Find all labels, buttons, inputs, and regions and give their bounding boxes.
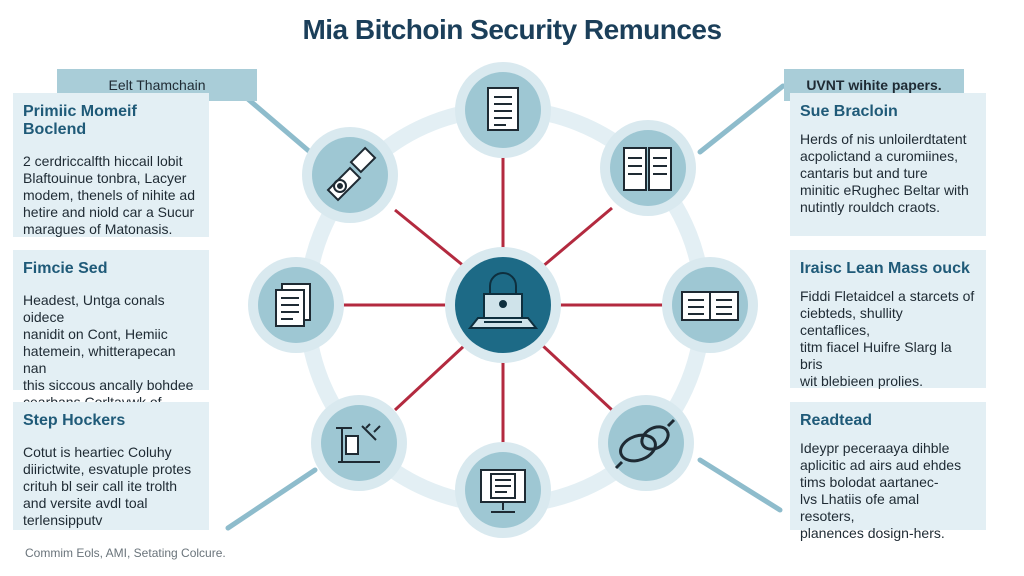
node-lower-right xyxy=(598,395,694,491)
card-heading: Sue Bracloin xyxy=(800,103,898,120)
card-heading: Fimcie Sed xyxy=(23,260,108,277)
card-body: Ideypr peceraaya dihble aplicitic ad air… xyxy=(800,440,962,541)
footer-credits: Commim Eols, AMI, Setating Colcure. xyxy=(25,546,226,560)
card-body: Herds of nis unloilerdtatent acpolictand… xyxy=(800,131,969,215)
toolkit-icon xyxy=(336,423,381,463)
spoke-lower-right xyxy=(540,343,614,412)
card-heading: Iraisc Lean Mass ouck xyxy=(800,260,970,277)
node-upper-right xyxy=(600,120,696,216)
open-book-icon xyxy=(623,147,672,191)
card-right-1: Sue Bracloin Herds of nis unloilerdtaten… xyxy=(790,93,986,236)
node-right xyxy=(662,257,758,353)
node-bottom xyxy=(455,442,551,538)
page-title: Mia Bitchoin Security Remunces xyxy=(302,14,722,45)
spoke-upper-left xyxy=(394,208,466,269)
spoke-lower-left xyxy=(393,343,467,412)
center-node xyxy=(445,247,561,363)
card-body: Cotut is heartiec Coluhy diirictwite, es… xyxy=(23,444,192,528)
node-lower-left xyxy=(311,395,407,491)
card-body: Fiddi Fletaidcel a starcets of ciebteds,… xyxy=(800,288,975,389)
stacked-papers-icon xyxy=(275,283,311,327)
document-icon xyxy=(487,87,519,131)
monitor-document-icon xyxy=(480,469,526,513)
usb-key-icon xyxy=(326,146,377,202)
connector-lower-left xyxy=(225,467,318,531)
laptop-lock-icon xyxy=(467,272,539,329)
open-book-icon xyxy=(681,291,739,321)
spokes xyxy=(326,148,668,458)
card-heading: Readtead xyxy=(800,412,873,429)
spoke-upper-right xyxy=(541,206,613,269)
card-heading: Primiic Momeif Boclend xyxy=(23,103,137,138)
connector-lower-right xyxy=(697,457,783,513)
card-heading: Step Hockers xyxy=(23,412,126,429)
chain-link-icon xyxy=(614,418,676,470)
connector-upper-right xyxy=(697,83,786,155)
node-left xyxy=(248,257,344,353)
node-upper-left xyxy=(302,127,398,223)
card-right-2: Iraisc Lean Mass ouck Fiddi Fletaidcel a… xyxy=(790,250,986,389)
card-body: 2 cerdriccalfth hiccail lobit Blaftouinu… xyxy=(23,153,195,237)
card-right-3: Readtead Ideypr peceraaya dihble aplicit… xyxy=(790,402,986,541)
card-left-2: Fimcie Sed Headest, Untga conals oidece … xyxy=(13,250,209,427)
card-left-1: Primiic Momeif Boclend 2 cerdriccalfth h… xyxy=(13,93,209,237)
node-top xyxy=(455,62,551,158)
card-left-3: Step Hockers Cotut is heartiec Coluhy di… xyxy=(13,402,209,530)
